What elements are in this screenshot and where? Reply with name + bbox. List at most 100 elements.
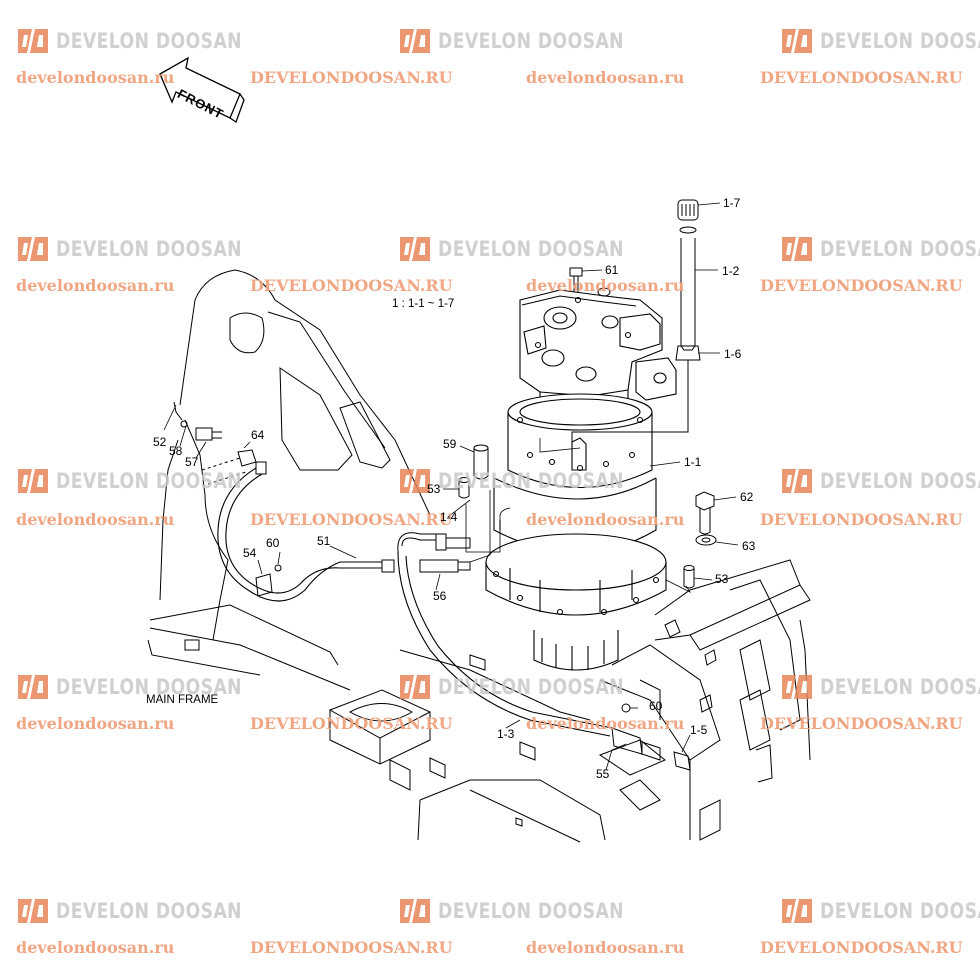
watermark-brand-name: DEVELON DOOSAN <box>820 675 980 699</box>
develon-doosan-logo-icon <box>400 237 430 261</box>
callout-1-6: 1-6 <box>724 347 742 361</box>
watermark-url: DEVELONDOOSAN.RU <box>760 714 963 733</box>
watermark-url: DEVELONDOOSAN.RU <box>760 68 963 87</box>
callout-58: 58 <box>169 444 183 458</box>
watermark-url: develondoosan.ru <box>16 938 175 957</box>
main-frame-linework <box>147 269 811 843</box>
develon-doosan-logo-icon <box>782 899 812 923</box>
watermark-url: DEVELONDOOSAN.RU <box>760 276 963 295</box>
callout-53-right: 53 <box>715 572 729 586</box>
watermark-brand-name: DEVELON DOOSAN <box>820 469 980 493</box>
washer-63 <box>695 534 717 546</box>
develon-doosan-logo-icon <box>18 469 48 493</box>
callout-63: 63 <box>742 539 756 553</box>
callout-55: 55 <box>596 767 610 781</box>
watermark-logo: DEVELON DOOSAN <box>398 672 665 702</box>
callout-1-2: 1-2 <box>722 264 740 278</box>
watermark-url: develondoosan.ru <box>526 510 685 529</box>
watermark-logo: DEVELON DOOSAN <box>780 672 980 702</box>
watermark-brand-name: DEVELON DOOSAN <box>56 237 243 261</box>
fitting-57-64 <box>173 401 267 485</box>
develon-doosan-logo-icon <box>782 237 812 261</box>
callout-1-7: 1-7 <box>723 196 741 210</box>
watermark-brand-name: DEVELON DOOSAN <box>438 675 625 699</box>
watermark-brand-name: DEVELON DOOSAN <box>820 237 980 261</box>
callout-51: 51 <box>317 534 331 548</box>
watermark-logo: DEVELON DOOSAN <box>16 26 283 56</box>
hose-51 <box>217 467 382 602</box>
callout-1-1: 1-1 <box>684 455 702 469</box>
watermark-logo: DEVELON DOOSAN <box>398 896 665 926</box>
watermark-logo: DEVELON DOOSAN <box>780 26 980 56</box>
bolt-62 <box>695 491 715 535</box>
drain-tube-assembly <box>571 199 701 446</box>
develon-doosan-logo-icon <box>400 29 430 53</box>
bolt-61 <box>569 267 611 297</box>
watermark-logo: DEVELON DOOSAN <box>16 466 283 496</box>
watermark-brand-name: DEVELON DOOSAN <box>438 237 625 261</box>
watermark-url: develondoosan.ru <box>16 714 175 733</box>
watermark-logo: DEVELON DOOSAN <box>780 896 980 926</box>
watermark-url: DEVELONDOOSAN.RU <box>250 276 453 295</box>
callout-1-4: 1-4 <box>440 510 458 524</box>
callout-60-left: 60 <box>266 536 280 550</box>
watermark-url: DEVELONDOOSAN.RU <box>250 68 453 87</box>
watermark-brand-name: DEVELON DOOSAN <box>438 29 625 53</box>
watermark-url: DEVELONDOOSAN.RU <box>760 510 963 529</box>
swing-motor <box>485 289 677 671</box>
pin-53-left <box>458 477 470 499</box>
clamp-54 <box>255 564 282 597</box>
fittings-56 <box>381 532 471 573</box>
callout-57: 57 <box>185 455 199 469</box>
callout-60-right: 60 <box>649 699 663 713</box>
watermark-logo: DEVELON DOOSAN <box>398 26 665 56</box>
callout-54: 54 <box>243 546 257 560</box>
watermark-logo: DEVELON DOOSAN <box>16 896 283 926</box>
callout-64: 64 <box>251 428 265 442</box>
fittings-55-1-5 <box>611 703 691 771</box>
watermark-url: develondoosan.ru <box>526 714 685 733</box>
watermark-logo: DEVELON DOOSAN <box>398 234 665 264</box>
watermark-brand-name: DEVELON DOOSAN <box>820 899 980 923</box>
callout-52: 52 <box>153 435 167 449</box>
watermark-url: develondoosan.ru <box>526 276 685 295</box>
hose-1-3 <box>397 551 613 737</box>
watermark-brand-name: DEVELON DOOSAN <box>56 899 243 923</box>
develon-doosan-logo-icon <box>18 899 48 923</box>
develon-doosan-logo-icon <box>18 29 48 53</box>
watermark-url: DEVELONDOOSAN.RU <box>760 938 963 957</box>
callout-1-3: 1-3 <box>497 727 515 741</box>
callout-1-5: 1-5 <box>690 723 708 737</box>
watermark-brand-name: DEVELON DOOSAN <box>56 29 243 53</box>
callout-59: 59 <box>443 437 457 451</box>
watermark-logo: DEVELON DOOSAN <box>780 466 980 496</box>
callout-56: 56 <box>433 589 447 603</box>
callout-61: 61 <box>605 263 619 277</box>
develon-doosan-logo-icon <box>782 469 812 493</box>
develon-doosan-logo-icon <box>400 675 430 699</box>
develon-doosan-logo-icon <box>400 899 430 923</box>
pin-53-right <box>683 565 695 589</box>
watermark-logo: DEVELON DOOSAN <box>16 672 283 702</box>
develon-doosan-logo-icon <box>400 469 430 493</box>
main-frame-label: MAIN FRAME <box>146 694 219 706</box>
callout-53-left: 53 <box>427 482 441 496</box>
watermark-url: DEVELONDOOSAN.RU <box>250 714 453 733</box>
pin-59 <box>473 444 489 480</box>
front-direction-arrow <box>159 56 245 123</box>
watermark-brand-name: DEVELON DOOSAN <box>820 29 980 53</box>
watermark-url: DEVELONDOOSAN.RU <box>250 938 453 957</box>
leader-lines <box>163 202 739 771</box>
watermark-url: develondoosan.ru <box>526 68 685 87</box>
watermark-url: develondoosan.ru <box>526 938 685 957</box>
watermark-url: develondoosan.ru <box>16 510 175 529</box>
watermark-url: develondoosan.ru <box>16 68 175 87</box>
watermark-url: develondoosan.ru <box>16 276 175 295</box>
watermark-brand-name: DEVELON DOOSAN <box>438 469 625 493</box>
watermark-logo: DEVELON DOOSAN <box>16 234 283 264</box>
callout-62: 62 <box>740 490 754 504</box>
develon-doosan-logo-icon <box>782 675 812 699</box>
watermark-logo: DEVELON DOOSAN <box>398 466 665 496</box>
